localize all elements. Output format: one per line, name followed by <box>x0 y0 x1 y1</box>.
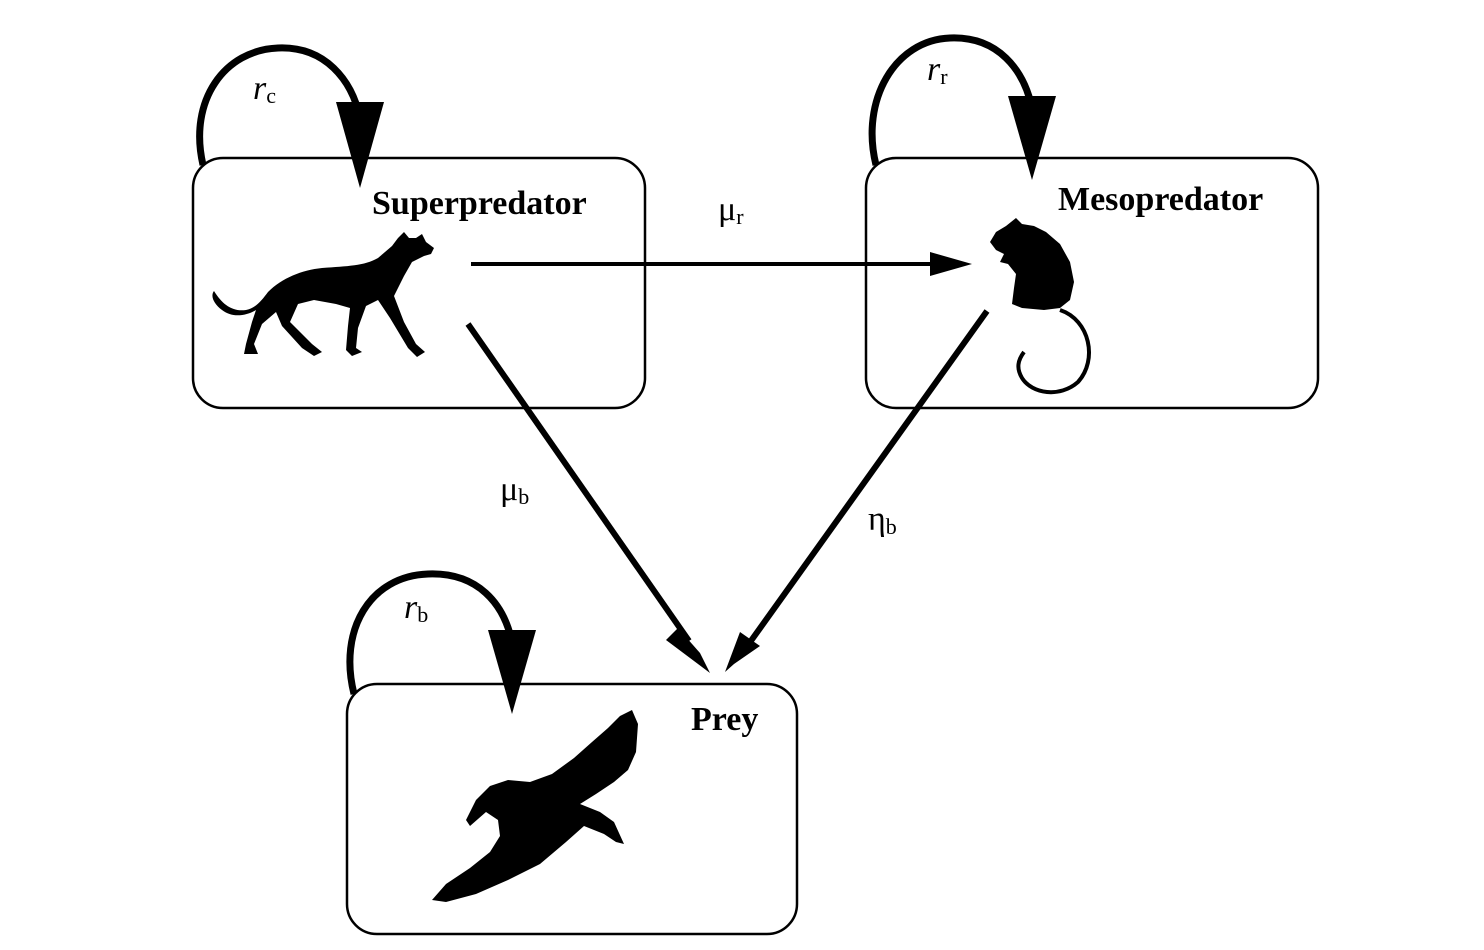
edge-mesopredator-to-prey-label: ηb <box>868 501 897 539</box>
bird-silhouette-icon <box>432 710 638 902</box>
edge-superpredator-to-prey-label: μb <box>500 471 529 509</box>
superpredator-growth-loop: rc <box>196 44 384 188</box>
prey-growth-rate-subscript: b <box>417 602 428 627</box>
prey-growth-rate-label: rb <box>404 589 428 627</box>
edge-superpredator-to-mesopredator-arrowhead <box>930 252 972 276</box>
prey-growth-arrowhead <box>488 630 536 714</box>
superpredator-growth-rate-label: rc <box>253 70 276 108</box>
rat-silhouette-icon <box>990 218 1091 395</box>
cat-silhouette-icon <box>212 232 434 357</box>
edge-superpredator-to-mesopredator-subscript: r <box>736 204 744 229</box>
edge-mesopredator-to-prey-subscript: b <box>886 514 897 539</box>
edge-superpredator-to-mesopredator: μr <box>471 191 972 276</box>
mesopredator-growth-loop: rr <box>868 34 1056 180</box>
mesopredator-title: Mesopredator <box>1058 181 1263 218</box>
superpredator-node: Superpredator <box>191 156 647 410</box>
prey-node: Prey <box>345 682 799 936</box>
mesopredator-growth-rate-symbol: r <box>927 51 941 88</box>
edge-superpredator-to-prey-subscript: b <box>518 484 529 509</box>
edge-mesopredator-to-prey-arrowhead <box>725 632 760 672</box>
superpredator-title: Superpredator <box>372 185 587 222</box>
edge-superpredator-to-mesopredator-symbol: μ <box>718 191 736 228</box>
mesopredator-growth-arrowhead <box>1008 96 1056 180</box>
mesopredator-box <box>864 156 1320 410</box>
edge-superpredator-to-mesopredator-label: μr <box>718 191 744 229</box>
mesopredator-node: Mesopredator <box>864 156 1320 410</box>
prey-growth-rate-symbol: r <box>404 589 418 626</box>
edge-mesopredator-to-prey-symbol: η <box>868 501 886 538</box>
superpredator-growth-arrowhead <box>336 102 384 188</box>
prey-growth-loop: rb <box>346 570 536 714</box>
superpredator-growth-rate-subscript: c <box>266 83 276 108</box>
superpredator-growth-rate-symbol: r <box>253 70 267 107</box>
edge-superpredator-to-prey-arrowhead <box>666 628 710 673</box>
mesopredator-growth-rate-label: rr <box>927 51 948 89</box>
edge-superpredator-to-prey-symbol: μ <box>500 471 518 508</box>
edge-superpredator-to-prey: μb <box>465 322 710 673</box>
prey-title: Prey <box>691 701 758 738</box>
mesopredator-growth-rate-subscript: r <box>940 64 948 89</box>
edge-mesopredator-to-prey: ηb <box>725 309 990 672</box>
